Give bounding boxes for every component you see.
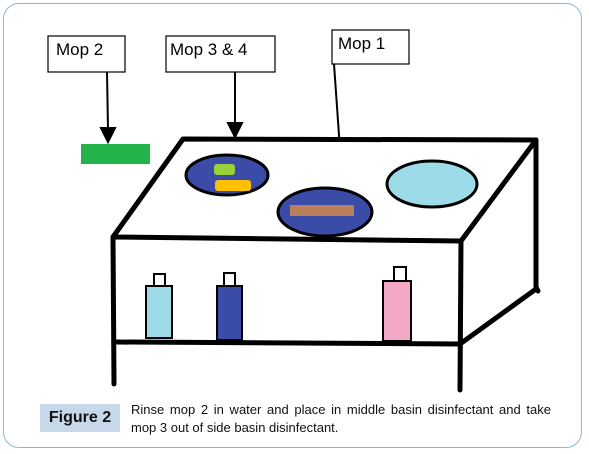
- mop34-label: Mop 3 & 4: [170, 40, 248, 59]
- mop2-pad: [81, 144, 150, 164]
- mop1-label: Mop 1: [338, 34, 385, 53]
- bottle-dark-blue: [216, 272, 243, 341]
- basin-left: [184, 153, 270, 197]
- caption-label-box: Figure 2: [40, 404, 120, 432]
- bottle-pink: [382, 266, 412, 342]
- mop4-pad: [215, 180, 251, 191]
- bottle-light-blue: [145, 273, 173, 339]
- mop2-arrow: [99, 71, 117, 145]
- mop34-label-box: Mop 3 & 4: [165, 35, 276, 73]
- mop1-pad: [290, 205, 354, 216]
- mop2-label-box: Mop 2: [47, 35, 126, 73]
- mop2-label: Mop 2: [56, 40, 103, 59]
- caption-text: Rinse mop 2 in water and place in middle…: [131, 402, 551, 435]
- mop1-label-box: Mop 1: [331, 29, 410, 65]
- mop34-arrow: [226, 72, 244, 140]
- basin-right: [385, 159, 479, 209]
- mop3-pad: [214, 164, 235, 175]
- caption-label: Figure 2: [48, 409, 112, 426]
- basin-middle: [276, 186, 374, 238]
